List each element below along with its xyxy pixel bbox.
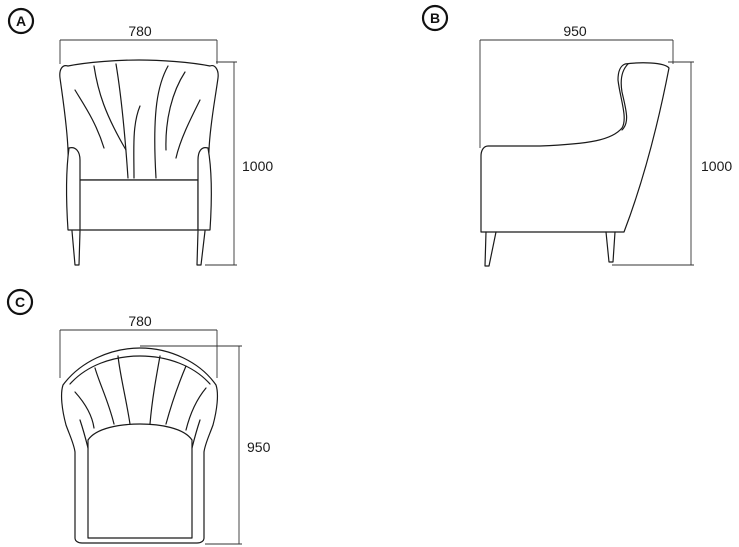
view-b-side: B 950 1000 — [421, 4, 732, 267]
view-a-label-badge: A — [7, 7, 35, 35]
view-a-height-dimension: 1000 — [205, 61, 273, 266]
view-a-front: A 780 1000 — [7, 7, 273, 266]
view-c-label: C — [15, 294, 25, 310]
view-b-width-dimension: 950 — [479, 23, 674, 148]
view-a-height-value: 1000 — [242, 158, 273, 174]
view-b-height-dimension: 1000 — [612, 61, 732, 266]
view-c-chair — [60, 347, 219, 544]
view-c-height-value: 950 — [247, 439, 271, 455]
view-b-chair — [480, 62, 670, 267]
view-c-label-badge: C — [6, 288, 34, 316]
view-c-top: C 780 950 — [6, 288, 271, 545]
view-b-height-value: 1000 — [701, 158, 732, 174]
view-b-label-badge: B — [421, 4, 449, 32]
view-b-label: B — [430, 10, 440, 26]
view-a-width-dimension: 780 — [59, 23, 218, 64]
view-a-label: A — [16, 13, 26, 29]
view-b-width-value: 950 — [563, 23, 587, 39]
view-c-width-dimension: 780 — [59, 313, 218, 378]
view-a-chair — [59, 59, 219, 266]
view-c-height-dimension: 950 — [140, 345, 271, 545]
view-a-width-value: 780 — [128, 23, 152, 39]
view-c-width-value: 780 — [128, 313, 152, 329]
